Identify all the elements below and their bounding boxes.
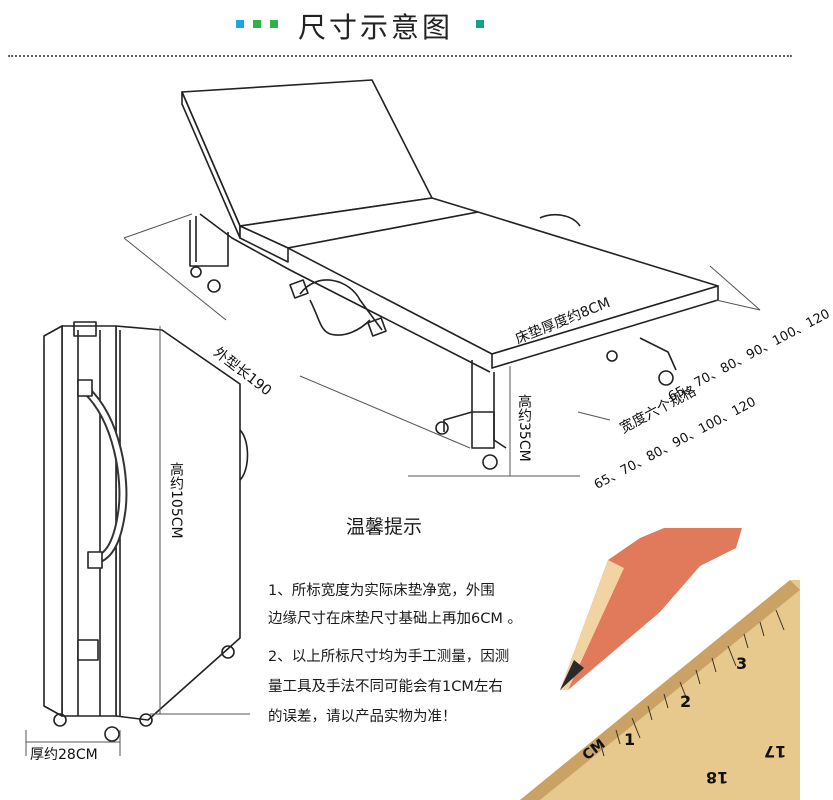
note-line: 1、所标宽度为实际床垫净宽，外围 (268, 583, 495, 599)
square-bullet-icon (253, 20, 261, 28)
note-line: 边缘尺寸在床垫尺寸基础上再加6CM 。 (268, 611, 522, 627)
ruler-photo (520, 580, 800, 800)
ruler-number: 3 (736, 654, 748, 673)
note-line: 的误差，请以产品实物为准！ (268, 709, 457, 725)
width-dimension-line (709, 265, 761, 311)
pencil-icon (560, 528, 742, 690)
height-label: 高约35CM (516, 394, 532, 462)
notes-title: 温馨提示 (346, 516, 423, 538)
square-bullet-icon (476, 20, 484, 28)
note-line: 量工具及手法不同可能会有1CM左右 (268, 679, 503, 695)
folded-height-label: 高约105CM (168, 462, 184, 539)
square-bullet-icon (270, 20, 278, 28)
length-dimension-line (123, 237, 227, 321)
ruler-number: 1 (624, 730, 636, 749)
length-dimension-line (299, 375, 471, 449)
thickness-label: 厚约28CM (30, 747, 98, 763)
ruler-number: 18 (706, 768, 729, 787)
dotted-divider (8, 55, 792, 57)
bed-dimension-illustration (25, 79, 800, 800)
page-title: 尺寸示意图 (298, 11, 454, 44)
ruler-number: 17 (764, 742, 787, 761)
header: 尺寸示意图 (0, 0, 800, 60)
ruler-number: 2 (680, 692, 692, 711)
square-bullet-icon (236, 20, 244, 28)
note-line: 2、以上所标尺寸均为手工测量，因测 (268, 649, 510, 665)
